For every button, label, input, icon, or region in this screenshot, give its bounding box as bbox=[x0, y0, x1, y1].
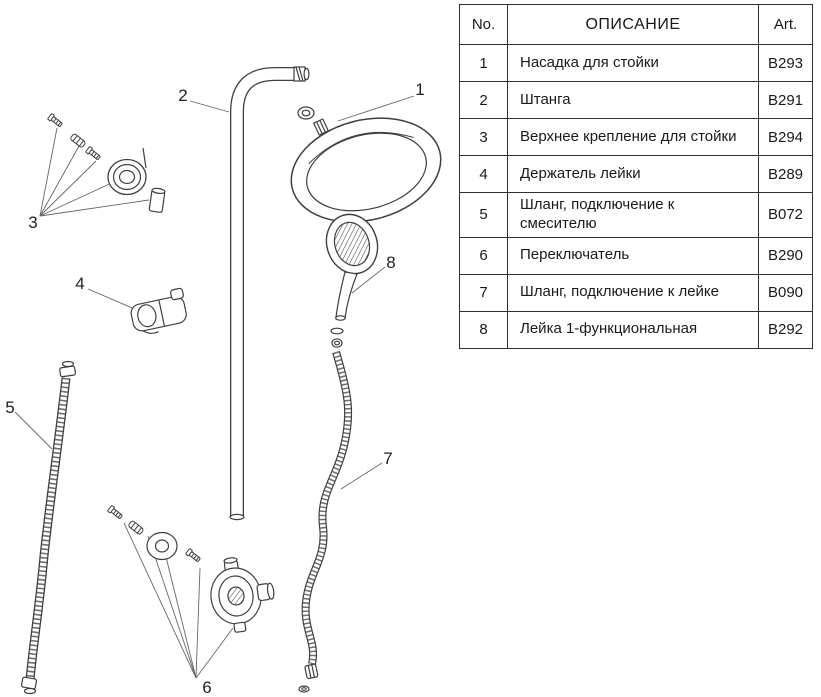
table-header-row: No. ОПИСАНИЕ Art. bbox=[459, 4, 813, 45]
handset-holder bbox=[130, 287, 187, 334]
table-row: 6 Переключатель B290 bbox=[459, 236, 813, 275]
cell-description: Переключатель bbox=[507, 236, 759, 275]
cell-art: B072 bbox=[758, 192, 813, 238]
overhead-shower-head bbox=[290, 106, 442, 223]
callout-7: 7 bbox=[383, 449, 392, 468]
col-header-art: Art. bbox=[758, 4, 813, 45]
table-row: 4 Держатель лейки B289 bbox=[459, 155, 813, 193]
callouts: 1 2 3 4 5 6 7 8 bbox=[5, 80, 424, 697]
cell-description: Шланг, подключение к смесителю bbox=[507, 192, 759, 238]
callout-3: 3 bbox=[28, 213, 37, 232]
cell-art: B293 bbox=[758, 44, 813, 82]
callout-4: 4 bbox=[75, 274, 84, 293]
cell-description: Держатель лейки bbox=[507, 155, 759, 193]
cell-description: Штанга bbox=[507, 81, 759, 119]
leader-lines bbox=[14, 95, 415, 679]
cell-no: 5 bbox=[459, 192, 508, 238]
cell-art: B289 bbox=[758, 155, 813, 193]
table-row: 7 Шланг, подключение к лейке B090 bbox=[459, 273, 813, 312]
exploded-diagram: 1 2 3 4 5 6 7 8 bbox=[5, 66, 442, 697]
cell-no: 7 bbox=[459, 273, 508, 312]
cell-no: 4 bbox=[459, 155, 508, 193]
table-row: 5 Шланг, подключение к смесителю B072 bbox=[459, 192, 813, 238]
cell-description: Насадка для стойки bbox=[507, 44, 759, 82]
table-row: 3 Верхнее крепление для стойки B294 bbox=[459, 118, 813, 156]
callout-8: 8 bbox=[386, 253, 395, 272]
table-row: 8 Лейка 1-функциональная B292 bbox=[459, 310, 813, 349]
hand-shower bbox=[325, 213, 379, 348]
cell-art: B290 bbox=[758, 236, 813, 275]
cell-art: B294 bbox=[758, 118, 813, 156]
parts-table: No. ОПИСАНИЕ Art. 1 Насадка для стойки B… bbox=[459, 4, 813, 349]
mixer-hose bbox=[20, 360, 76, 695]
callout-2: 2 bbox=[178, 86, 187, 105]
riser-pipe bbox=[229, 66, 310, 521]
cell-no: 6 bbox=[459, 236, 508, 275]
cell-art: B090 bbox=[758, 273, 813, 312]
cell-art: B291 bbox=[758, 81, 813, 119]
cell-description: Лейка 1-функциональная bbox=[507, 310, 759, 349]
cell-no: 3 bbox=[459, 118, 508, 156]
cell-art: B292 bbox=[758, 310, 813, 349]
col-header-no: No. bbox=[459, 4, 508, 45]
cell-no: 2 bbox=[459, 81, 508, 119]
cell-no: 8 bbox=[459, 310, 508, 349]
cell-no: 1 bbox=[459, 44, 508, 82]
cell-description: Шланг, подключение к лейке bbox=[507, 273, 759, 312]
wall-bracket-parts bbox=[46, 112, 166, 213]
table-row: 2 Штанга B291 bbox=[459, 81, 813, 119]
callout-5: 5 bbox=[5, 398, 14, 417]
diverter-valve bbox=[106, 504, 275, 633]
callout-6: 6 bbox=[202, 678, 211, 697]
table-row: 1 Насадка для стойки B293 bbox=[459, 44, 813, 82]
col-header-description: ОПИСАНИЕ bbox=[507, 4, 759, 45]
callout-1: 1 bbox=[415, 80, 424, 99]
shower-hose bbox=[298, 350, 353, 693]
cell-description: Верхнее крепление для стойки bbox=[507, 118, 759, 156]
